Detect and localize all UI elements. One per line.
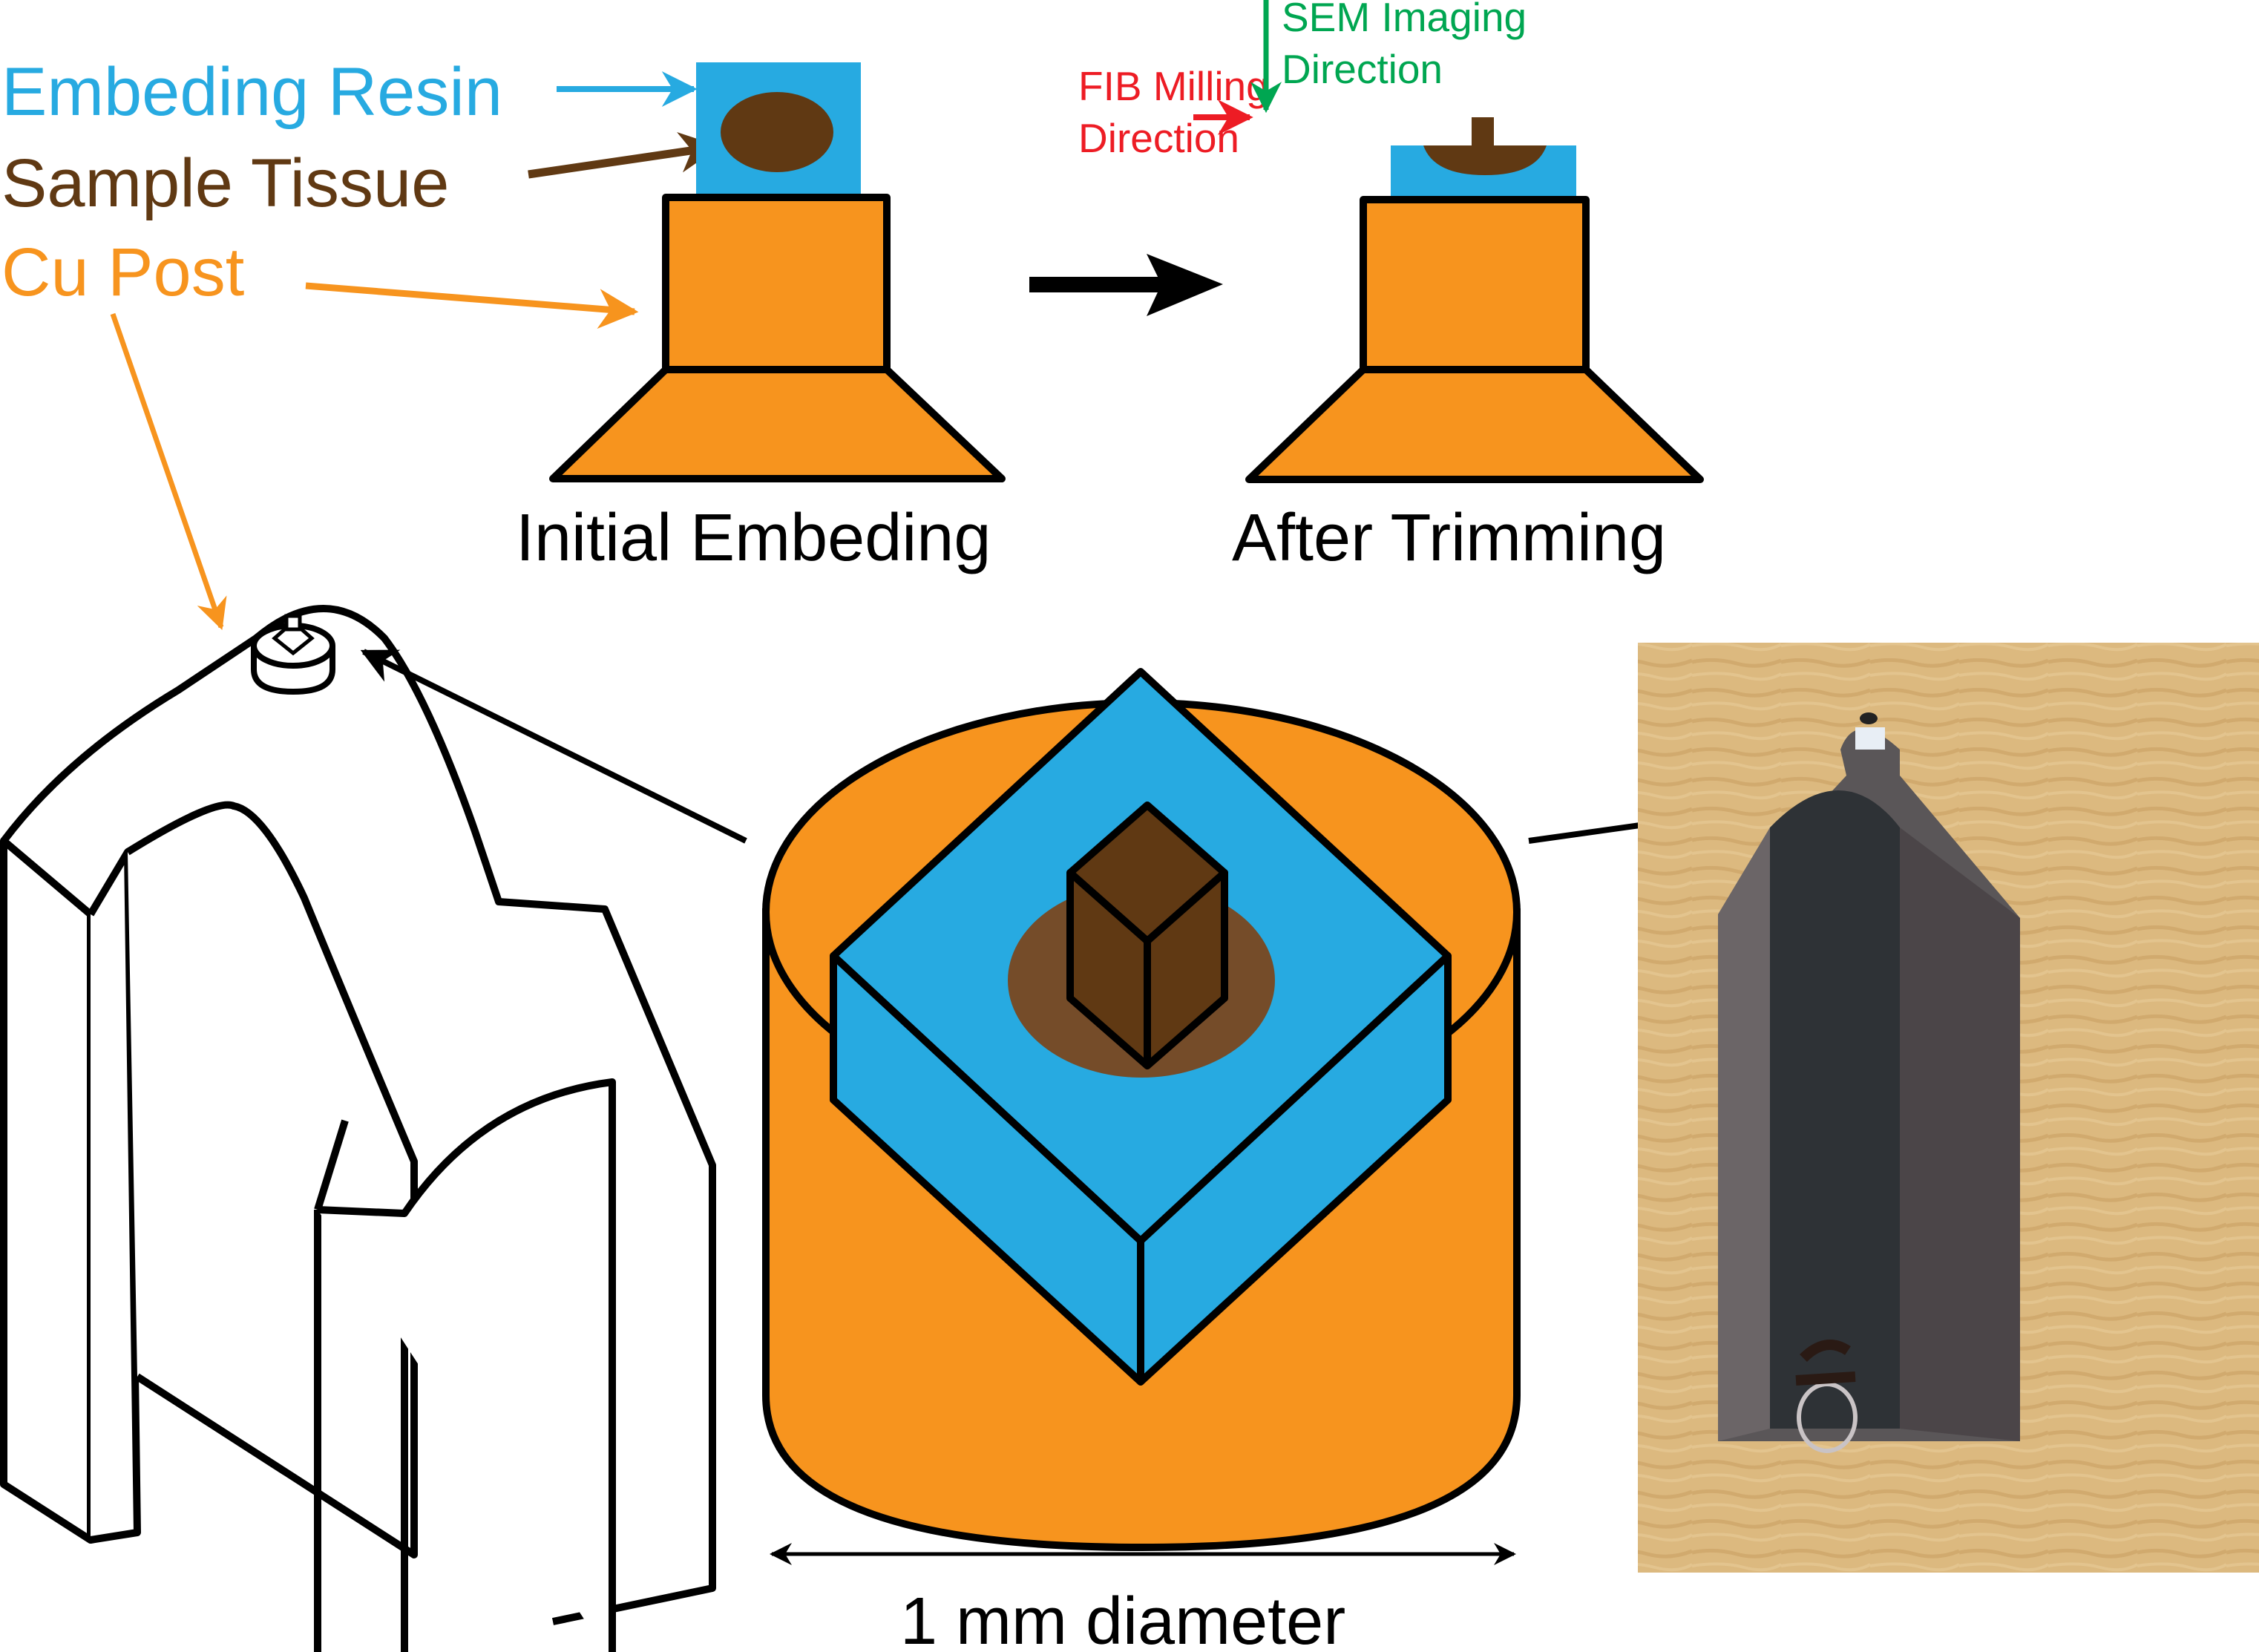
initial-embedding-schematic <box>549 62 1006 482</box>
tissue-sample <box>721 92 833 172</box>
mini-cu-post-icon <box>251 614 335 695</box>
sem-direction-label-line2: Direction <box>1282 46 1443 92</box>
trimmed-cu-post-column <box>1360 196 1590 373</box>
legend-tissue-label: Sample Tissue <box>1 145 449 221</box>
cu-post-base <box>549 366 1006 482</box>
after-trimming-schematic <box>1245 117 1704 483</box>
initial-embedding-caption: Initial Embeding <box>516 501 991 575</box>
sample-holder-photo <box>1638 643 2259 1573</box>
post-pointer-arrow-stage <box>305 282 639 330</box>
isometric-cu-post <box>762 668 1521 1552</box>
tissue-pillar <box>1472 117 1494 147</box>
tissue-pointer-arrow <box>528 131 721 179</box>
holder-callout-arrow <box>360 649 747 844</box>
trimmed-tissue <box>1423 145 1547 175</box>
sample-holder-line-drawing <box>0 605 716 1652</box>
post-pointer-arrow-holder <box>110 312 227 630</box>
legend-post-label: Cu Post <box>1 235 244 310</box>
sem-direction-label-line1: SEM Imaging <box>1282 0 1527 40</box>
resin-block-right-face <box>1137 952 1452 1386</box>
process-arrow-icon <box>1029 254 1223 316</box>
diameter-caption: 1 mm diameter <box>900 1584 1345 1652</box>
legend-resin-label: Embeding Resin <box>1 54 502 130</box>
fib-direction-label-line2: Direction <box>1078 115 1239 161</box>
fib-direction-label-line1: FIB Milling <box>1078 63 1269 109</box>
after-trimming-caption: After Trimming <box>1232 501 1666 575</box>
tissue-cube-right <box>1144 869 1228 1069</box>
cu-post-column <box>662 194 891 373</box>
trimmed-cu-post-base <box>1245 366 1704 483</box>
